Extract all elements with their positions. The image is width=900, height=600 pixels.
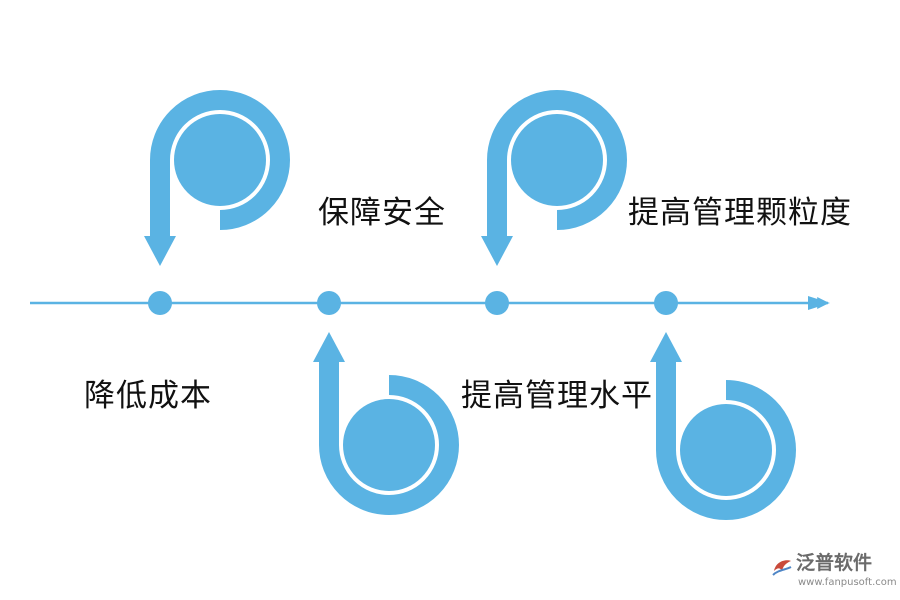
b-shape-glyph-2	[313, 332, 459, 515]
p-shape-glyph-3	[481, 90, 627, 266]
brand-watermark: 泛普软件 www.fanpusoft.com	[770, 552, 897, 595]
step-label-improve-management-level: 提高管理水平	[461, 378, 653, 414]
timeline-node-3	[485, 291, 509, 315]
timeline-arrowhead	[808, 296, 830, 310]
timeline-node-1	[148, 291, 172, 315]
b-shape-glyph-4	[650, 332, 796, 520]
timeline-node-2	[317, 291, 341, 315]
brand-url: www.fanpusoft.com	[798, 577, 897, 588]
step-label-reduce-cost: 降低成本	[84, 378, 212, 414]
step-label-improve-management-granularity: 提高管理颗粒度	[628, 195, 852, 231]
fanpu-logo-icon	[772, 560, 792, 576]
step-label-ensure-safety: 保障安全	[318, 195, 446, 231]
timeline-node-4	[654, 291, 678, 315]
brand-name: 泛普软件	[796, 552, 873, 574]
p-shape-glyph-1	[144, 90, 290, 266]
